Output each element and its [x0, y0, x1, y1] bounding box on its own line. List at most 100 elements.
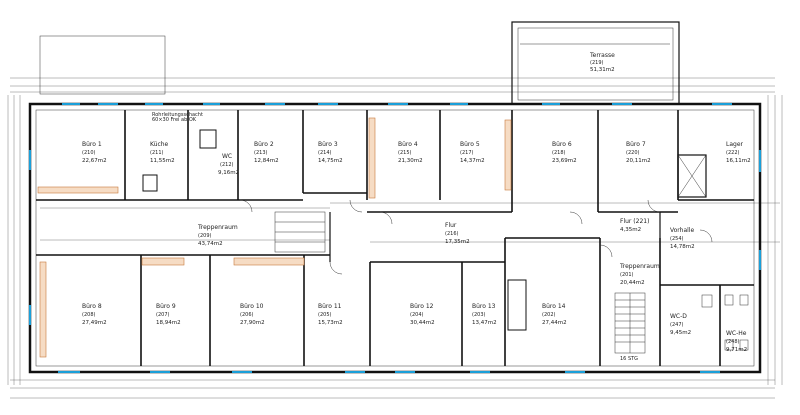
room-name: Küche — [150, 141, 169, 148]
room-area: 14,78m2 — [670, 244, 695, 250]
room-buero14: Büro 14 (202) 27,44m2 — [542, 303, 567, 326]
room-area: 14,37m2 — [460, 158, 485, 164]
upper-block — [39, 35, 166, 95]
room-name: Büro 11 — [318, 303, 342, 310]
room-buero6-top: Büro 6 (218) 23,69m2 — [552, 141, 577, 164]
room-id: (205) — [318, 312, 331, 318]
dimension-lines — [7, 77, 783, 399]
room-kueche: Rohrleitungsschacht 60×30 Frei ab OK Küc… — [150, 112, 203, 164]
room-treppenraum-209: Treppenraum (209) 43,74m2 — [197, 224, 238, 247]
room-id: (210) — [82, 150, 95, 156]
room-name: Büro 13 — [472, 303, 496, 310]
room-id: (203) — [472, 312, 485, 318]
kueche-note: Rohrleitungsschacht — [152, 112, 203, 118]
room-buero8: Büro 8 (208) 27,49m2 — [82, 303, 107, 326]
room-name: Büro 14 — [542, 303, 566, 310]
wood-elements — [37, 117, 512, 358]
room-id: (219) — [590, 60, 603, 66]
room-name: Vorhalle — [670, 227, 694, 234]
room-name: Büro 12 — [410, 303, 434, 310]
wc-fixtures — [701, 294, 749, 351]
room-treppenraum-201: Treppenraum (201) 20,44m2 16 STG — [619, 263, 660, 362]
room-id: (247) — [670, 322, 683, 328]
room-name: Büro 7 — [626, 141, 646, 148]
room-id: (214) — [318, 150, 331, 156]
room-buero9: Büro 9 (207) 18,94m2 — [156, 303, 181, 326]
room-buero7: Büro 7 (220) 20,11m2 — [626, 141, 651, 164]
room-id: (212) — [220, 162, 233, 168]
room-id: (213) — [254, 150, 267, 156]
room-area: 23,69m2 — [552, 158, 577, 164]
stairs — [614, 292, 646, 354]
room-area: 21,30m2 — [398, 158, 423, 164]
staircase-main — [274, 211, 326, 253]
kueche-note-2: 60×30 Frei ab OK — [152, 117, 197, 123]
room-area: 30,44m2 — [410, 320, 435, 326]
stair-tag: 16 STG — [620, 356, 638, 362]
room-name: Treppenraum — [619, 263, 660, 270]
room-name: WC-D — [670, 313, 687, 320]
room-name: Büro 3 — [318, 141, 338, 148]
room-wc-d: WC-D (247) 9,45m2 — [670, 313, 691, 336]
room-area: 27,90m2 — [240, 320, 265, 326]
room-terrasse: Terrasse (219) 51,31m2 — [589, 52, 615, 73]
room-vorhalle: Vorhalle (254) 14,78m2 — [670, 227, 695, 250]
door-swings — [239, 199, 713, 275]
room-name: Flur (221) — [620, 218, 649, 225]
elevator — [677, 154, 707, 198]
room-buero4: Büro 4 (215) 21,30m2 — [398, 141, 423, 164]
room-id: (208) — [82, 312, 95, 318]
room-area: 11,55m2 — [150, 158, 175, 164]
room-area: 4,35m2 — [620, 227, 641, 233]
room-area: 43,74m2 — [198, 241, 223, 247]
room-buero2: Büro 2 (213) 12,84m2 — [254, 141, 279, 164]
room-name: Büro 9 — [156, 303, 176, 310]
room-buero3: Büro 3 (214) 14,75m2 — [318, 141, 343, 164]
room-id: (218) — [552, 150, 565, 156]
room-buero11: Büro 11 (205) 15,73m2 — [318, 303, 343, 326]
room-name: Büro 2 — [254, 141, 274, 148]
room-id: (211) — [150, 150, 163, 156]
room-name: Büro 6 — [552, 141, 572, 148]
room-id: (201) — [620, 272, 633, 278]
room-name: Büro 1 — [82, 141, 102, 148]
room-name: WC-He — [726, 330, 747, 337]
room-area: 12,84m2 — [254, 158, 279, 164]
room-area: 13,47m2 — [472, 320, 497, 326]
room-wc: WC (212) 9,16m2 — [218, 153, 239, 176]
room-area: 17,35m2 — [445, 239, 470, 245]
room-buero1: Büro 1 (210) 22,67m2 — [82, 141, 107, 164]
room-name: WC — [222, 153, 232, 160]
interior-walls — [36, 110, 754, 366]
room-id: (207) — [156, 312, 169, 318]
room-flur-221: Flur (221) 4,35m2 — [620, 218, 649, 233]
room-area: 27,44m2 — [542, 320, 567, 326]
room-name: Terrasse — [589, 52, 615, 59]
room-id: (209) — [198, 233, 211, 239]
room-flur-216: Flur (216) 17,35m2 — [445, 222, 470, 245]
room-name: Büro 5 — [460, 141, 480, 148]
room-id: (204) — [410, 312, 423, 318]
room-area: 22,67m2 — [82, 158, 107, 164]
room-name: Büro 8 — [82, 303, 102, 310]
room-id: (215) — [398, 150, 411, 156]
room-name: Lager — [726, 141, 744, 148]
room-area: 15,73m2 — [318, 320, 343, 326]
room-name: Büro 4 — [398, 141, 418, 148]
room-area: 27,49m2 — [82, 320, 107, 326]
room-wc-he: WC-He (248) 9,71m2 — [726, 330, 747, 353]
room-area: 9,71m2 — [726, 347, 747, 353]
room-id: (220) — [626, 150, 639, 156]
room-name: Büro 10 — [240, 303, 264, 310]
room-area: 20,44m2 — [620, 280, 645, 286]
room-id: (202) — [542, 312, 555, 318]
room-area: 14,75m2 — [318, 158, 343, 164]
room-area: 9,45m2 — [670, 330, 691, 336]
room-id: (217) — [460, 150, 473, 156]
chimney — [142, 174, 158, 192]
room-id: (254) — [670, 236, 683, 242]
room-id: (206) — [240, 312, 253, 318]
room-buero13: Büro 13 (203) 13,47m2 — [472, 303, 497, 326]
room-name: Flur — [445, 222, 457, 229]
